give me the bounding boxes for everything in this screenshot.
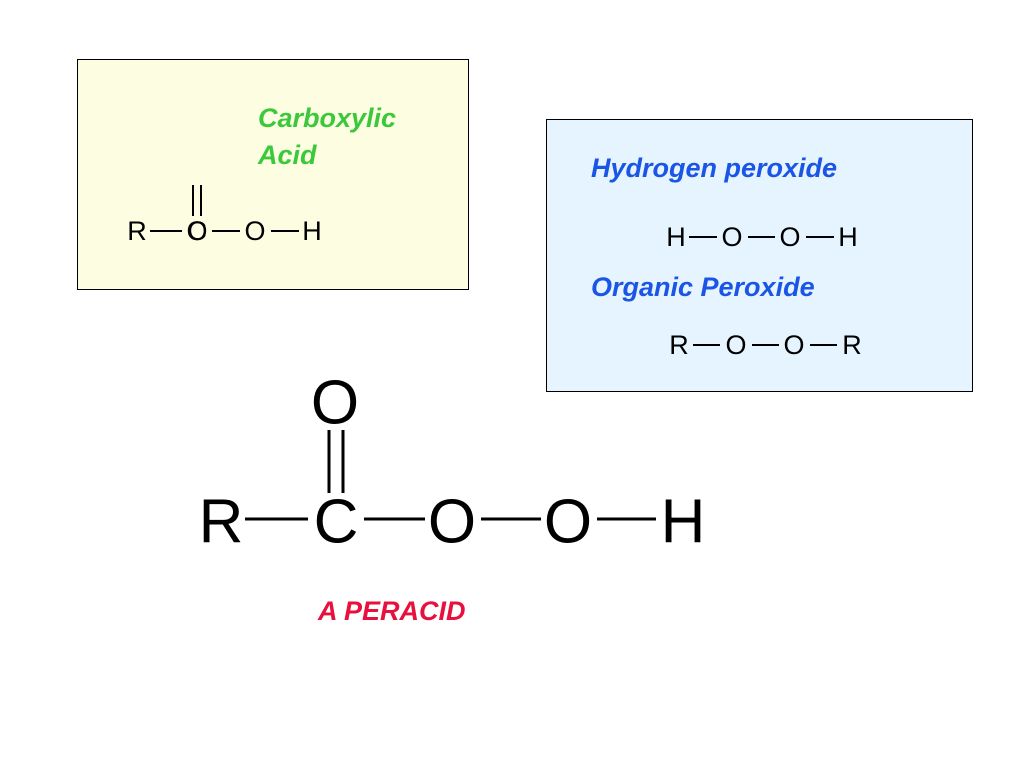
carboxylic-acid-title-line2: Acid	[258, 140, 317, 170]
peracid-atom-oxygen-double: O	[311, 369, 359, 438]
hp-atom-3: O	[779, 222, 800, 252]
peracid-atom-hydrogen: H	[661, 488, 706, 557]
acid-atom-carbon: C	[187, 216, 207, 246]
carboxylic-acid-panel: Carboxylic Acid O R C O H	[77, 59, 469, 290]
acid-atom-hydrogen: H	[302, 216, 322, 246]
acid-atom-r: R	[127, 216, 147, 246]
acid-atom-oxygen: O	[244, 216, 265, 246]
carboxylic-acid-title: Carboxylic Acid	[258, 100, 396, 174]
organic-peroxide-title: Organic Peroxide	[591, 272, 815, 302]
carboxylic-acid-structure: O R C O H	[127, 185, 322, 246]
peroxide-structures: H O O H R O O R	[666, 222, 862, 360]
peracid-caption: A PERACID	[318, 596, 466, 626]
peracid-atom-oxygen-2: O	[544, 488, 592, 557]
peracid-atom-r: R	[199, 488, 244, 557]
acid-atom-oxygen-double: O	[186, 216, 207, 246]
hp-atom-4: H	[838, 222, 858, 252]
hydrogen-peroxide-title: Hydrogen peroxide	[591, 153, 838, 183]
hp-atom-1: H	[666, 222, 686, 252]
carboxylic-acid-title-line1: Carboxylic	[258, 103, 397, 133]
peracid-atom-oxygen-1: O	[428, 488, 476, 557]
op-atom-3: O	[783, 330, 804, 360]
op-atom-1: R	[669, 330, 689, 360]
hp-atom-2: O	[721, 222, 742, 252]
peroxides-panel: Hydrogen peroxide Organic Peroxide H O O…	[546, 119, 973, 392]
op-atom-2: O	[725, 330, 746, 360]
peracid-atom-carbon: C	[314, 488, 359, 557]
op-atom-4: R	[842, 330, 862, 360]
